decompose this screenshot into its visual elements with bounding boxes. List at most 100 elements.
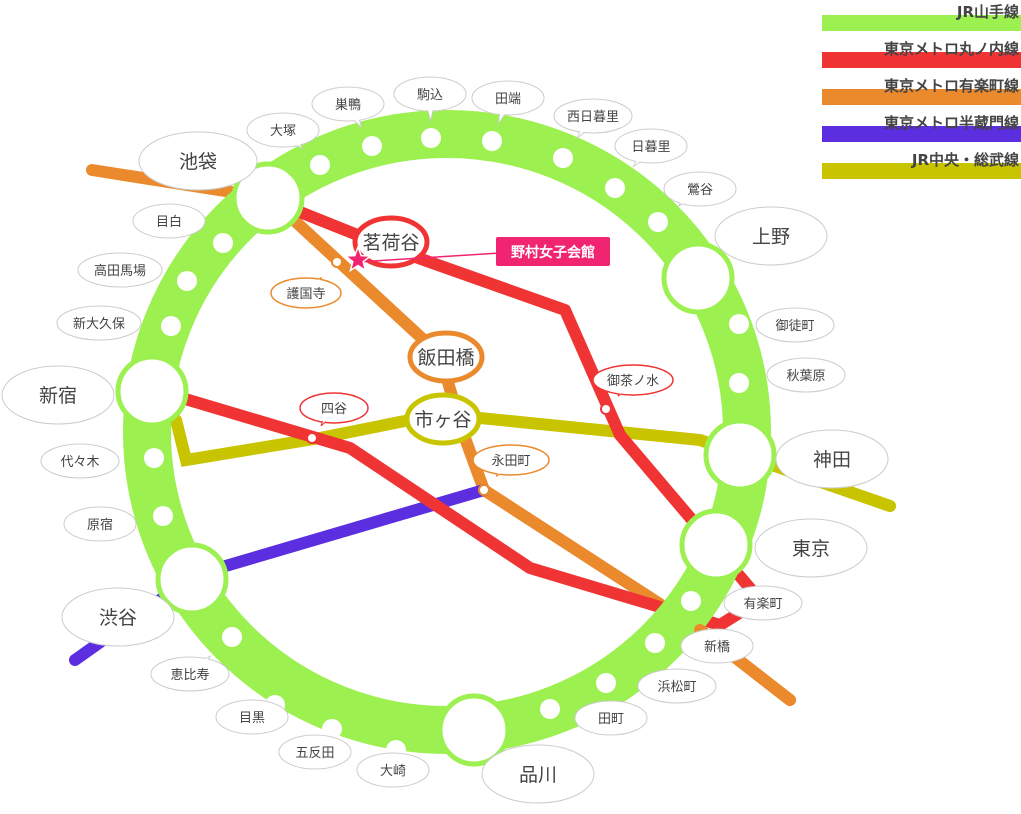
station-22[interactable]: 恵比寿 — [150, 627, 242, 692]
station-dot — [729, 373, 749, 393]
station-iidabashi[interactable]: 飯田橋 — [407, 330, 485, 384]
major-station-marker — [231, 161, 305, 235]
station-18[interactable]: 品川 — [437, 693, 595, 804]
callout-tail-fill — [773, 542, 812, 554]
station-label: 四谷 — [321, 402, 347, 417]
station-dot — [161, 316, 181, 336]
major-station-marker — [437, 693, 511, 767]
station-ochanomizu[interactable]: 御茶ノ水 — [592, 364, 674, 415]
legend-swatch — [822, 163, 1021, 179]
legend-label: 東京メトロ丸ノ内線 — [883, 40, 1019, 58]
station-23[interactable]: 渋谷 — [61, 542, 229, 647]
station-label: 池袋 — [179, 151, 217, 173]
callout-tail-fill — [769, 319, 796, 331]
station-label: 渋谷 — [99, 607, 137, 629]
legend-row-hanzomon: 東京メトロ半蔵門線 — [821, 111, 1021, 148]
station-myogadani[interactable]: 茗荷谷 — [352, 215, 430, 269]
station-1[interactable]: 池袋 — [138, 131, 305, 235]
station-26[interactable]: 新宿 — [1, 354, 189, 428]
station-4[interactable]: 駒込 — [393, 76, 467, 148]
station-gokokuji[interactable]: 護国寺 — [270, 256, 343, 309]
legend: JR山手線 東京メトロ丸ノ内線 東京メトロ有楽町線 東京メトロ半蔵門線 JR中央… — [821, 0, 1021, 185]
callout-tail-fill — [321, 405, 338, 425]
station-29[interactable]: 目白 — [132, 203, 233, 253]
star-icon — [343, 244, 373, 273]
station-19[interactable]: 大崎 — [356, 740, 430, 788]
station-21[interactable]: 目黒 — [215, 695, 289, 735]
station-dot — [153, 506, 173, 526]
station-label: 秋葉原 — [786, 369, 825, 384]
station-dot — [322, 719, 342, 739]
station-dot — [482, 131, 502, 151]
legend-row-marunouchi: 東京メトロ丸ノ内線 — [821, 37, 1021, 74]
station-label: 田端 — [495, 92, 521, 107]
station-3[interactable]: 巣鴨 — [311, 86, 385, 156]
legend-label: JR山手線 — [956, 3, 1019, 21]
station-13[interactable]: 東京 — [679, 508, 868, 582]
station-nagatacho[interactable]: 永田町 — [472, 444, 550, 496]
station-2[interactable]: 大塚 — [246, 112, 330, 175]
station-dot — [605, 178, 625, 198]
callout-tail-fill — [57, 389, 96, 401]
station-6[interactable]: 西日暮里 — [553, 98, 633, 168]
callout-tail-fill — [387, 759, 399, 771]
station-dot — [600, 403, 612, 415]
station-label: 恵比寿 — [170, 668, 209, 683]
station-yotsuya[interactable]: 四谷 — [299, 392, 369, 444]
station-label: 新宿 — [39, 385, 77, 407]
station-17[interactable]: 田町 — [540, 699, 648, 736]
station-8[interactable]: 鶯谷 — [648, 171, 737, 232]
station-25[interactable]: 代々木 — [40, 443, 164, 479]
station-10[interactable]: 御徒町 — [729, 307, 835, 343]
station-5[interactable]: 田端 — [471, 80, 545, 151]
callout-tail-fill — [499, 95, 514, 122]
station-dot — [177, 271, 197, 291]
highlight-label: 野村女子会館 — [511, 244, 595, 261]
legend-label: 東京メトロ半蔵門線 — [883, 114, 1019, 132]
station-label: 東京 — [792, 538, 830, 560]
station-9[interactable]: 上野 — [661, 206, 828, 315]
station-dot — [362, 136, 382, 156]
station-label: 永田町 — [491, 454, 530, 469]
station-7[interactable]: 日暮里 — [605, 128, 688, 198]
legend-row-chuo: JR中央・総武線 — [821, 148, 1021, 185]
callout-tail-fill — [794, 453, 833, 465]
callout-tail-fill — [119, 264, 146, 276]
station-20[interactable]: 五反田 — [278, 719, 352, 770]
major-station-marker — [661, 241, 735, 315]
highlight-location[interactable]: 野村女子会館 — [343, 237, 610, 273]
station-24[interactable]: 原宿 — [63, 506, 173, 542]
station-dot — [213, 233, 233, 253]
station-label: 新橋 — [704, 639, 730, 655]
station-label: 日暮里 — [631, 140, 670, 155]
station-dot — [144, 448, 164, 468]
station-label: 飯田橋 — [417, 347, 474, 369]
highlight-leader — [357, 252, 501, 263]
callout-tail-fill — [115, 599, 152, 623]
callout-tail-fill — [99, 518, 126, 530]
station-ichigaya[interactable]: 市ヶ谷 — [404, 392, 482, 446]
station-11[interactable]: 秋葉原 — [729, 357, 846, 393]
station-label: 浜松町 — [657, 680, 696, 695]
station-27[interactable]: 新大久保 — [56, 305, 181, 341]
station-28[interactable]: 高田馬場 — [77, 252, 197, 291]
station-12[interactable]: 神田 — [703, 418, 889, 492]
station-dot — [553, 148, 573, 168]
callout-tail-fill — [497, 457, 514, 476]
station-label: 代々木 — [60, 455, 99, 470]
station-ring — [352, 215, 430, 269]
callout-tail-fill — [249, 710, 265, 723]
station-dot — [596, 673, 616, 693]
station-14[interactable]: 有楽町 — [681, 585, 803, 621]
station-dot — [540, 699, 560, 719]
station-label: 大崎 — [380, 764, 406, 779]
station-dot — [222, 627, 242, 647]
station-15[interactable]: 新橋 — [645, 628, 754, 664]
legend-label: JR中央・総武線 — [911, 151, 1019, 169]
station-16[interactable]: 浜松町 — [596, 668, 717, 704]
station-label: 高田馬場 — [94, 263, 146, 279]
major-station-marker — [679, 508, 753, 582]
